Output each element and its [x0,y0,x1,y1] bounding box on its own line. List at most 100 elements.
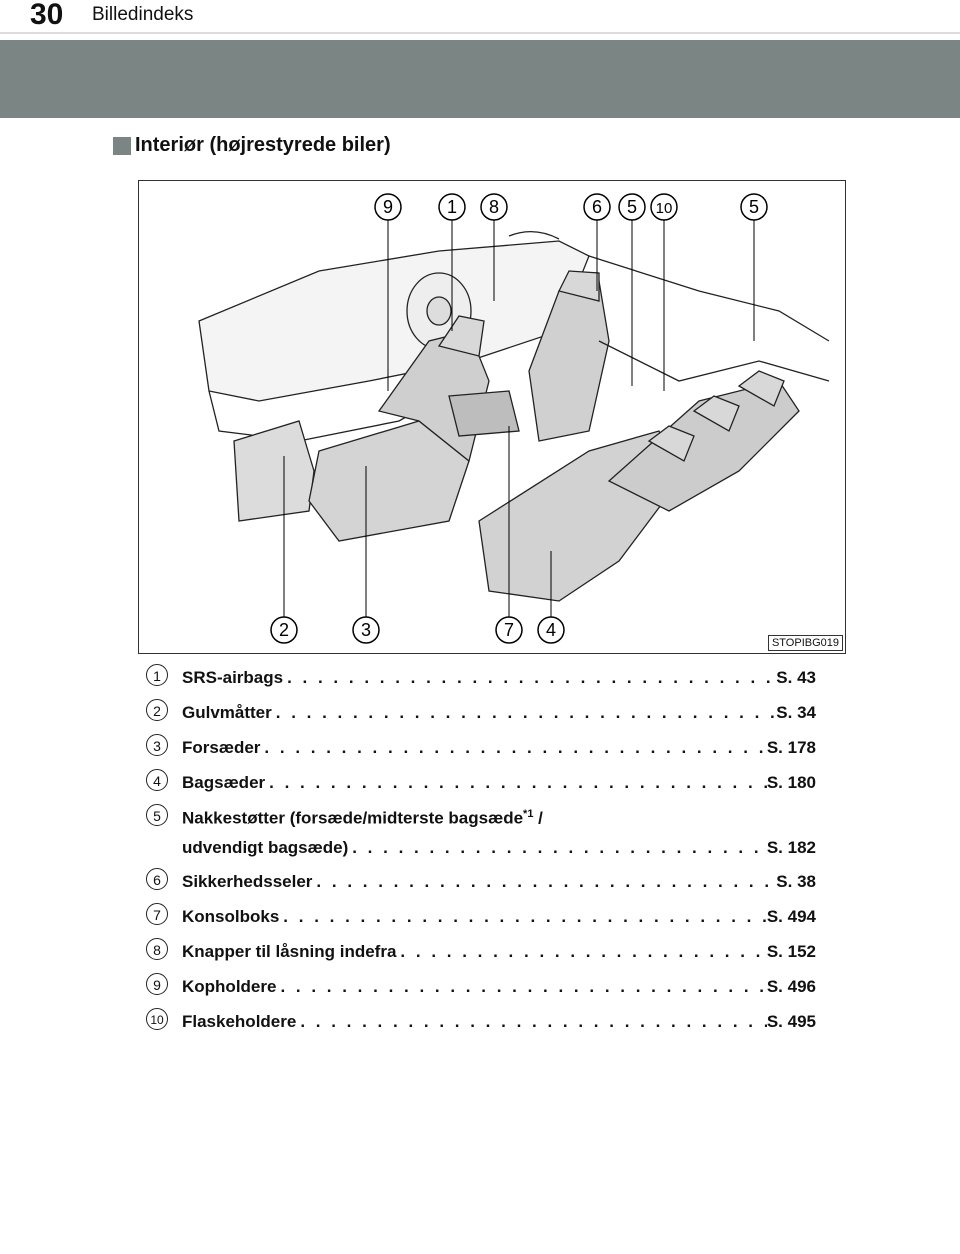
legend-dots: . . . . . . . . . . . . . . . . . . . . … [287,668,776,687]
callout-5b: 5 [740,193,768,221]
legend-row: Forsæder . . . . . . . . . . . . . . . .… [182,738,816,758]
callout-4: 4 [537,616,565,644]
legend-page-ref[interactable]: S. 43 [776,668,816,687]
legend-row: Bagsæder . . . . . . . . . . . . . . . .… [182,773,816,793]
legend-label: Gulvmåtter [182,703,272,722]
rear-headrest-1 [647,425,695,462]
legend-label-main: Nakkestøtter (forsæde/midterste bagsæde [182,808,524,828]
legend-number: 6 [146,868,168,890]
section-heading: Interiør (højrestyrede biler) [113,134,391,157]
legend-page-ref[interactable]: S. 178 [766,738,816,757]
legend-item[interactable]: 10 Flaskeholdere . . . . . . . . . . . .… [146,1006,816,1041]
callout-7-text: 7 [504,620,514,640]
legend-row: Sikkerhedsseler . . . . . . . . . . . . … [182,872,816,892]
footnote-marker: *1 [523,808,534,820]
callout-10-text: 10 [656,200,673,217]
heading-square-icon [113,136,131,155]
legend-dots: . . . . . . . . . . . . . . . . . . . . … [264,738,767,757]
legend-item[interactable]: 5 Nakkestøtter (forsæde/midterste bagsæd… [146,802,816,866]
legend-page-ref[interactable]: S. 180 [766,773,816,792]
console-box [448,390,520,437]
legend-dots: . . . . . . . . . . . . . . . . . . . . … [283,907,767,926]
callout-10: 10 [650,193,678,221]
callout-1: 1 [438,193,466,221]
callout-2: 2 [270,616,298,644]
callout-9-text: 9 [383,197,393,217]
legend-page-ref[interactable]: S. 34 [776,703,816,722]
legend-item[interactable]: 8 Knapper til låsning indefra . . . . . … [146,936,816,971]
page-number: 30 [30,0,64,31]
legend-row: Kopholdere . . . . . . . . . . . . . . .… [182,977,816,997]
chapter-title: Billedindeks [92,4,194,25]
legend-label: SRS-airbags [182,668,284,687]
legend-number: 8 [146,938,168,960]
callout-3-text: 3 [361,620,371,640]
legend-label: Nakkestøtter (forsæde/midterste bagsæde*… [182,808,543,829]
legend-item[interactable]: 3 Forsæder . . . . . . . . . . . . . . .… [146,732,816,767]
callout-3: 3 [352,616,380,644]
legend-row: SRS-airbags . . . . . . . . . . . . . . … [182,668,816,688]
legend-number: 10 [146,1008,168,1030]
legend-page-ref[interactable]: S. 182 [766,838,816,857]
legend-number: 7 [146,903,168,925]
legend-number: 1 [146,664,168,686]
legend-label: Bagsæder [182,773,266,792]
legend-row-continued: udvendigt bagsæde) . . . . . . . . . . .… [182,838,816,858]
legend-page-ref[interactable]: S. 152 [766,942,816,961]
legend-label: Kopholdere [182,977,277,996]
passenger-headrest [558,270,600,302]
legend-page-ref[interactable]: S. 494 [766,907,816,926]
callout-8: 8 [480,193,508,221]
legend-row: Knapper til låsning indefra . . . . . . … [182,942,816,962]
legend-label-tail: / [533,808,543,828]
legend-item[interactable]: 9 Kopholdere . . . . . . . . . . . . . .… [146,971,816,1006]
legend-page-ref[interactable]: S. 38 [776,872,816,891]
section-heading-text: Interiør (højrestyrede biler) [135,134,391,156]
legend-dots: . . . . . . . . . . . . . . . . . . . . … [280,977,767,996]
rear-seat-back [607,380,800,512]
callout-5b-text: 5 [749,197,759,217]
legend-item[interactable]: 6 Sikkerhedsseler . . . . . . . . . . . … [146,866,816,901]
legend-row: Nakkestøtter (forsæde/midterste bagsæde*… [182,808,816,829]
legend-page-ref[interactable]: S. 496 [766,977,816,996]
callout-5a-text: 5 [627,197,637,217]
door-outline [588,255,830,342]
legend-item[interactable]: 2 Gulvmåtter . . . . . . . . . . . . . .… [146,697,816,732]
grab-handle [508,231,560,240]
callout-5a: 5 [618,193,646,221]
legend-number: 4 [146,769,168,791]
callout-7: 7 [495,616,523,644]
legend-number: 3 [146,734,168,756]
callout-6: 6 [583,193,611,221]
callout-6-text: 6 [592,197,602,217]
legend-label: Knapper til låsning indefra [182,942,397,961]
rear-headrest-2 [692,395,740,432]
legend-label-line2: udvendigt bagsæde) [182,838,349,857]
callout-2-text: 2 [279,620,289,640]
interior-figure: 9 1 8 6 5 10 5 [138,180,846,654]
legend-dots: . . . . . . . . . . . . . . . . . . . . … [275,703,777,722]
legend-dots: . . . . . . . . . . . . . . . . . . . . … [269,773,767,792]
callout-8-text: 8 [489,197,499,217]
legend-dots: . . . . . . . . . . . . . . . . . . . . … [400,942,766,961]
floor-mat [233,420,315,522]
legend-number: 9 [146,973,168,995]
legend-item[interactable]: 1 SRS-airbags . . . . . . . . . . . . . … [146,662,816,697]
legend-item[interactable]: 7 Konsolboks . . . . . . . . . . . . . .… [146,901,816,936]
legend-label: Sikkerhedsseler [182,872,313,891]
interior-illustration: 9 1 8 6 5 10 5 [198,193,830,644]
legend-page-ref[interactable]: S. 495 [766,1012,816,1031]
figure-code: STOPIBG019 [767,635,843,651]
legend-row: Konsolboks . . . . . . . . . . . . . . .… [182,907,816,927]
legend-number: 2 [146,699,168,721]
legend-list: 1 SRS-airbags . . . . . . . . . . . . . … [146,662,816,1041]
legend-item[interactable]: 4 Bagsæder . . . . . . . . . . . . . . .… [146,767,816,802]
legend-label: Forsæder [182,738,261,757]
legend-label: Flaskeholdere [182,1012,297,1031]
legend-dots: . . . . . . . . . . . . . . . . . . . . … [300,1012,767,1031]
header-divider [0,32,960,34]
legend-number: 5 [146,804,168,826]
callout-1-text: 1 [447,197,457,217]
legend-label: Konsolboks [182,907,280,926]
header-band [0,40,960,118]
